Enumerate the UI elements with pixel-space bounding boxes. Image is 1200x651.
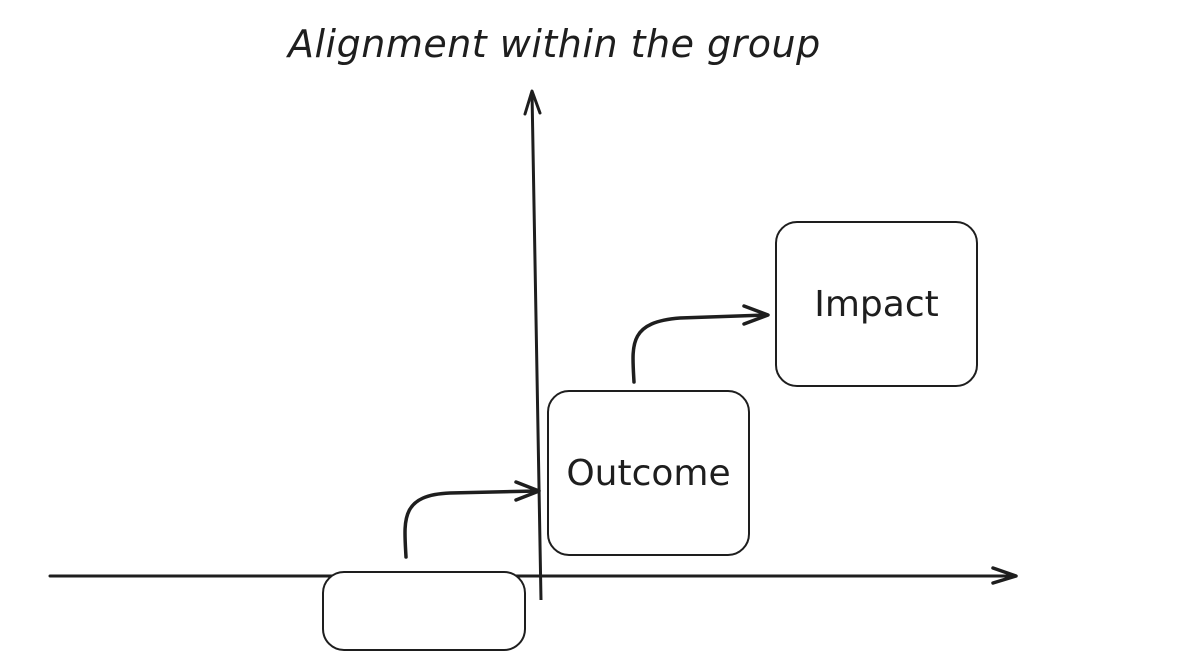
arrowhead-icon	[514, 480, 541, 502]
node-outcome[interactable]: Outcome	[547, 390, 750, 556]
y-axis-title: Alignment within the group	[288, 22, 821, 66]
arrowhead-icon	[742, 304, 770, 326]
y-axis	[523, 89, 543, 600]
edge-outcome-impact	[631, 304, 770, 384]
node-label: Impact	[814, 283, 939, 325]
diagram-lines	[48, 89, 1018, 600]
x-axis-arrowhead-icon	[991, 566, 1018, 585]
node-impact[interactable]: Impact	[775, 221, 978, 387]
diagram-canvas: Alignment within the group Outcome Impac…	[48, 22, 1018, 651]
node-output[interactable]	[322, 571, 526, 651]
x-axis	[48, 566, 1018, 585]
edge-output-outcome	[403, 480, 541, 559]
y-axis-arrowhead-icon	[523, 89, 542, 116]
node-label: Outcome	[566, 452, 731, 494]
